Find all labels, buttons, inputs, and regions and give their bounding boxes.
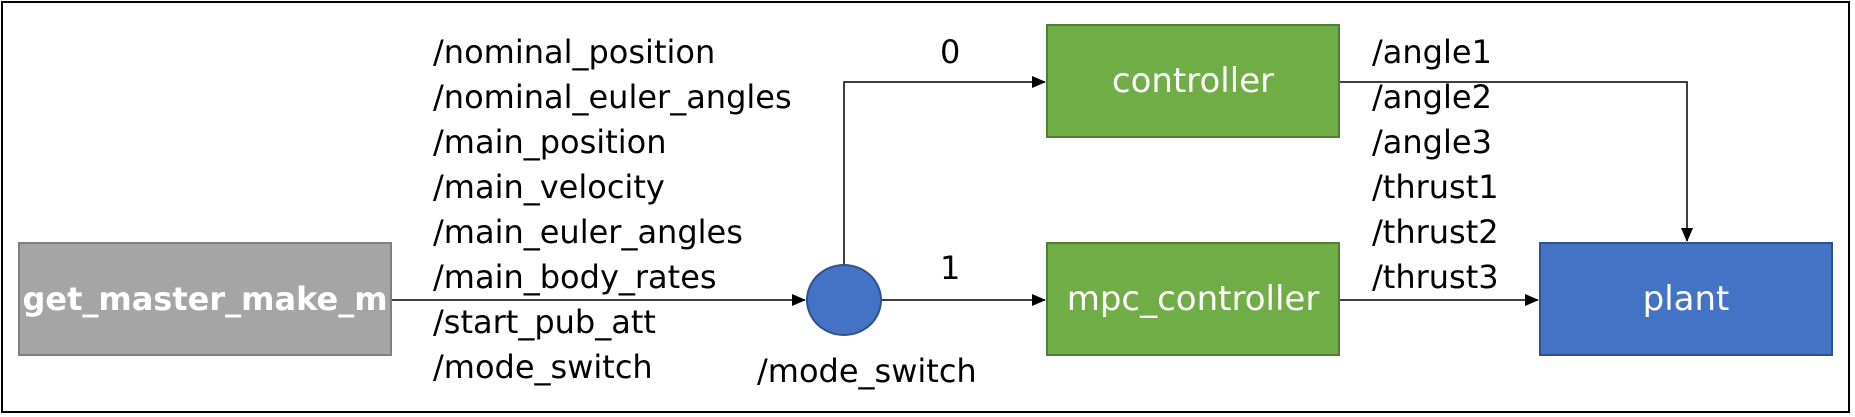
edge-switch-to-controller [843, 76, 1046, 264]
input-topic: /nominal_position [433, 33, 716, 71]
input-topic: /start_pub_att [433, 303, 656, 341]
input-topic-list: /nominal_position /nominal_euler_angles … [433, 30, 792, 390]
output-topic: /angle1 [1372, 33, 1492, 71]
output-topic-list: /angle1 /angle2 /angle3 /thrust1 /thrust… [1372, 30, 1499, 300]
node-plant: plant [1539, 242, 1833, 356]
branch-label-1: 1 [940, 249, 961, 287]
input-topic: /nominal_euler_angles [433, 78, 792, 116]
input-topic: /main_velocity [433, 168, 665, 206]
node-controller: controller [1046, 24, 1340, 138]
input-topic: /main_position [433, 123, 667, 161]
output-topic: /thrust2 [1372, 213, 1499, 251]
node-plant-label: plant [1642, 279, 1730, 319]
node-mpc-controller: mpc_controller [1046, 242, 1340, 356]
branch-label-0: 0 [940, 33, 961, 71]
mode-switch-node [806, 264, 882, 336]
input-topic: /mode_switch [433, 348, 653, 386]
output-topic: /angle3 [1372, 123, 1492, 161]
mode-switch-label: /mode_switch [757, 352, 977, 390]
output-topic: /thrust3 [1372, 258, 1499, 296]
node-mpc-controller-label: mpc_controller [1066, 279, 1320, 319]
output-topic: /thrust1 [1372, 168, 1499, 206]
output-topic: /angle2 [1372, 78, 1492, 116]
node-get-master-make-m-label: get_master_make_m [22, 280, 388, 318]
node-controller-label: controller [1111, 61, 1275, 101]
input-topic: /main_body_rates [433, 258, 717, 296]
edge-controller-to-plant [1340, 81, 1693, 242]
input-topic: /main_euler_angles [433, 213, 743, 251]
node-get-master-make-m: get_master_make_m [18, 242, 392, 356]
